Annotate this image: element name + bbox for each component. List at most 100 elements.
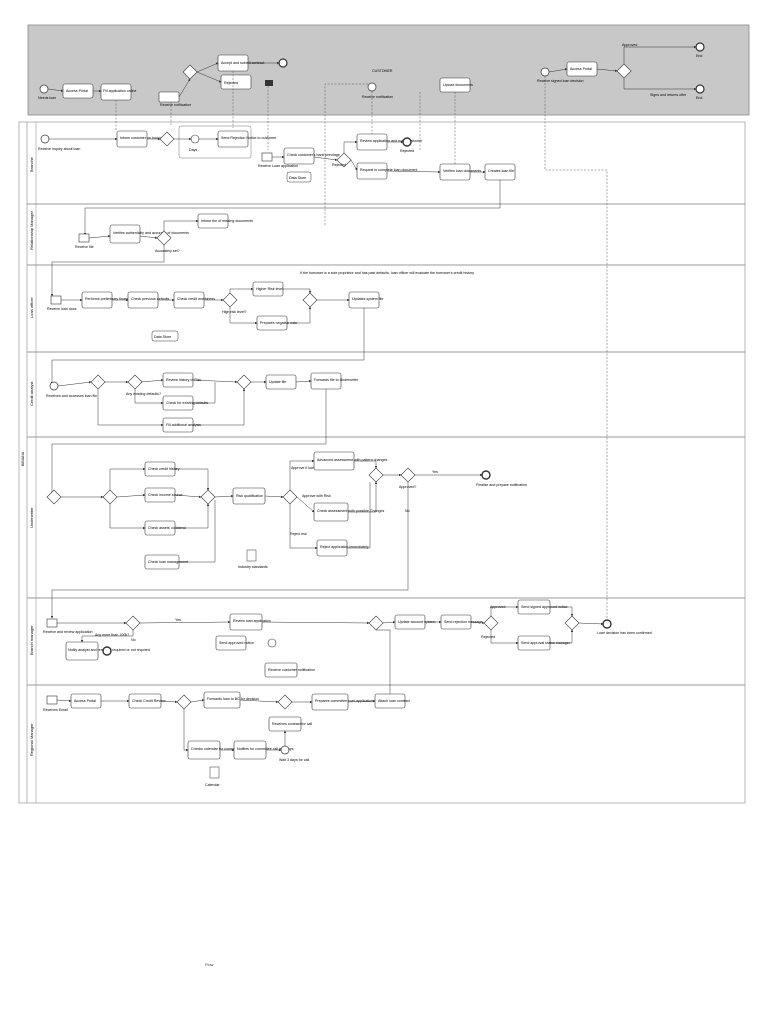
rel-gateway-accurate-label: Accurately set? xyxy=(155,249,180,253)
und-gateway-merge xyxy=(200,489,216,505)
customer-start-label: Needs loan xyxy=(38,96,56,100)
customer-task-receive-3-label: Receive signed loan decision xyxy=(537,79,584,83)
mgr-gateway-rejected-label: Rejected xyxy=(481,635,495,639)
mgr-gateway-no: No xyxy=(131,638,136,642)
branch-end-rejected xyxy=(402,137,412,147)
off-gateway-risk xyxy=(222,292,238,308)
branch-task-review-label: Review application and notify customer xyxy=(360,139,423,143)
reg-task-credit-label: Check Credit Review xyxy=(132,699,166,703)
mgr-task-receive-cust-label: Receive customer notification xyxy=(268,668,315,672)
mgr-task-update-label: Update account system xyxy=(398,620,436,624)
mgr-task-signed-label: Send signed approved notice xyxy=(521,605,568,609)
branch-receive-app-label: Receive Loan application xyxy=(258,164,298,168)
customer-task-receive-1 xyxy=(158,91,180,103)
und-gateway-approved-label: Approved? xyxy=(399,485,416,489)
off-task-negative-label: Prepares negative note xyxy=(260,321,297,325)
branch-task-inform-label: Inform customer on how to apply xyxy=(120,136,172,140)
und-gateway-approved xyxy=(400,467,416,483)
off-task-prelim-label: Performs preliminary financial analysis xyxy=(85,297,147,301)
customer-task-receive-1-label: Receive notification xyxy=(160,103,191,107)
main-pool xyxy=(18,121,746,804)
rel-receive-file-label: Receive file xyxy=(75,245,94,249)
branch-datastore xyxy=(286,171,312,183)
off-receive-label: Receive loan docs xyxy=(47,307,77,311)
rel-receive-file xyxy=(78,233,90,243)
reg-timer-wait xyxy=(280,745,290,755)
mgr-end-label: Loan decision has been confirmed xyxy=(597,631,652,635)
off-task-higher-label: Higher Risk level xyxy=(256,287,283,291)
branch-datastore-label: Data Store xyxy=(289,176,306,180)
customer-end-2 xyxy=(695,42,705,52)
branch-start xyxy=(40,134,50,144)
ana-start-label: Receives and accesses loan file xyxy=(46,394,97,398)
und-task-risk-label: Risk qualification xyxy=(236,494,263,498)
reg-receive-label: Receives Email xyxy=(43,708,68,712)
mgr-gateway-100k xyxy=(125,615,141,631)
customer-task-access-portal-label: Access Portal xyxy=(66,89,88,93)
lane-label-underwriter: Underwriter xyxy=(29,507,34,528)
customer-end-1 xyxy=(278,58,288,68)
und-gateway-lbl-reject: Reject risk xyxy=(290,532,307,536)
ana-task-check-label: Check for existing defaults xyxy=(166,401,208,405)
reg-receive xyxy=(46,695,58,705)
customer-task-rejected-label: Rejected xyxy=(224,81,238,85)
und-task-possible-label: Check assessment with possible Changes xyxy=(317,509,385,513)
customer-task-access-2-label: Access Portal xyxy=(570,67,592,71)
ana-gateway-defaults-label: Any existing defaults? xyxy=(126,392,161,396)
lane-label-manager: Branch manager xyxy=(29,625,34,655)
mgr-end xyxy=(602,619,612,629)
reg-data-calendar-label: Calendar xyxy=(205,783,220,787)
branch-task-verify-label: Verifies loan documents xyxy=(443,169,481,173)
und-gateway-yes: Yes xyxy=(432,470,438,474)
mgr-task-approved-label: Send approved notice xyxy=(219,641,254,645)
und-task-income-label: Check income source xyxy=(148,493,183,497)
branch-task-request-label: Request in complete loan document xyxy=(360,168,417,172)
off-receive xyxy=(50,295,62,305)
reg-task-attach-label: Attach loan contract xyxy=(378,699,410,703)
main-pool-label: BIBIANA xyxy=(21,451,25,466)
und-end-finalize xyxy=(481,470,491,480)
reg-gateway-split xyxy=(176,694,192,710)
customer-task-receive-3 xyxy=(540,67,550,77)
mgr-task-receive-cust xyxy=(264,662,298,678)
off-annotation: If the borrower is a sole proprietor and… xyxy=(300,271,474,275)
branch-timer-label: Days xyxy=(189,148,197,152)
und-task-credit-label: Check credit history xyxy=(148,467,180,471)
mgr-receive-label: Receive and review application xyxy=(43,630,93,634)
rel-task-verify xyxy=(109,224,141,244)
lane-label-relationship: Relationship Manager xyxy=(29,210,34,250)
reg-task-calendar-label: Checks calendar for committee call xyxy=(191,747,247,751)
mgr-task-status-label: Send approval status manager xyxy=(521,641,571,645)
customer-end-3 xyxy=(695,84,705,94)
off-gateway-merge xyxy=(302,292,318,308)
mgr-gateway-100k-label: Any more than 100k? xyxy=(95,633,129,637)
ana-gateway-split xyxy=(90,374,106,390)
lane-label-analyst: Credit analyst xyxy=(29,381,34,406)
reg-task-access-label: Access Portal xyxy=(74,699,96,703)
reg-task-forward-label: Forwards loan to BC for decision xyxy=(207,697,259,701)
branch-gateway-rejected xyxy=(336,152,352,168)
mgr-task-review-label: Review loan application xyxy=(233,619,271,623)
branch-task-check-bank-label: Check customer's bank previlage xyxy=(287,153,340,157)
und-gateway-lbl-low: Approve if low risk xyxy=(291,466,320,470)
ana-task-review-label: Review history of Risk xyxy=(166,378,202,382)
off-task-update-label: Updates system file xyxy=(352,297,383,301)
branch-start-label: Receive inquiry about loan xyxy=(38,147,80,151)
ana-start xyxy=(49,381,59,391)
lane-label-regional: Regional Manager xyxy=(29,723,34,756)
reg-task-prepares-label: Prepares committee loan application xyxy=(315,699,373,703)
mgr-task-approved xyxy=(215,635,247,651)
und-gateway-risk xyxy=(282,489,298,505)
customer-start-event xyxy=(39,84,49,94)
customer-task-fill-label: Fill application online xyxy=(103,89,136,93)
ana-task-update-label: Update file xyxy=(269,380,286,384)
branch-timer xyxy=(190,134,200,144)
branch-gateway-eligible xyxy=(159,131,175,147)
off-datastore xyxy=(151,330,179,342)
und-task-reject-label: Reject application immediately xyxy=(320,545,369,549)
off-task-credit-label: Check credit worthiness xyxy=(177,297,215,301)
reg-gateway-merge xyxy=(277,694,293,710)
customer-msg-event xyxy=(265,80,273,86)
branch-task-send-reject-label: Send Rejection Notice to customer xyxy=(221,136,277,140)
off-task-defaults-label: Check previous defaults xyxy=(131,297,170,301)
